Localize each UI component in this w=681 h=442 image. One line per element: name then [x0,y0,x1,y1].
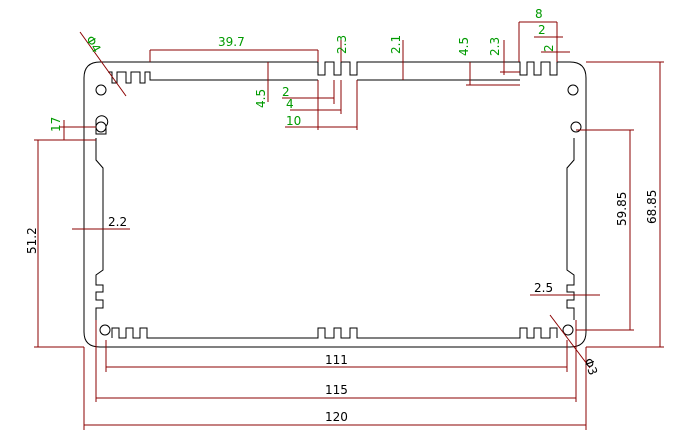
dim-slot-depth-b [466,62,520,86]
label-top-slot-width-a: 2 [282,85,290,99]
screw-hole-mid-right [567,84,579,96]
label-top-radius: Φ4 [83,33,104,55]
screw-hole-bottom-left [99,324,111,336]
dim-top-radius-leader [79,31,127,97]
dim-outer-height [586,61,664,348]
label-width-inner: 111 [325,353,348,367]
label-top-wall: 2.1 [389,35,403,54]
outer-top-right-corner [569,61,587,348]
label-top-right-slot-a: 2 [538,23,546,37]
right-inner-wall [566,138,575,320]
label-top-right-span: 8 [535,7,543,21]
dim-corner-height [60,120,96,141]
dim-right-span [518,21,558,62]
dim-left-height [34,139,96,348]
screw-hole-top-left [95,121,107,133]
dimension-labels: Φ4 39.7 4.5 2 4 10 2.3 2.1 4.5 2.3 8 2 2… [25,7,659,424]
label-top-right-slot-b: 2 [542,44,556,52]
dim-inner-height [576,129,634,331]
outer-top-edge [100,61,570,76]
profile-outline [83,61,587,348]
dim-slot-width-a [282,80,335,104]
label-right-wall: 2.5 [534,281,553,295]
label-width-outer: 120 [325,410,348,424]
label-left-height: 51.2 [25,227,39,254]
label-top-slot-depth-b: 4.5 [457,37,471,56]
dim-width-inner [105,340,568,372]
label-bottom-radius: Φ3 [581,356,600,377]
inner-top-edge [108,71,318,84]
label-top-slot-span-a: 10 [286,114,301,128]
dim-top-length [149,49,319,62]
dim-bottom-radius-leader [549,314,591,369]
dim-slot-gap-a [290,80,342,114]
dim-lip-b [500,40,520,75]
screw-hole-top-right [570,121,582,133]
inner-bottom-edge [111,327,558,339]
label-top-length: 39.7 [218,35,245,49]
label-top-slot-gap-a: 4 [286,97,294,111]
label-inner-height: 59.85 [615,192,629,226]
dim-slot-span-a [285,80,358,130]
label-top-lip-a: 2.3 [335,35,349,54]
label-outer-height: 68.85 [645,190,659,224]
dim-width-outer [83,347,587,430]
screw-hole-bottom-right [562,324,574,336]
label-inner-wall: 2.2 [108,215,127,229]
left-inner-wall [95,138,104,320]
label-top-slot-depth-a: 4.5 [254,89,268,108]
label-top-lip-b: 2.3 [488,37,502,56]
outer-top-left-corner [83,61,101,348]
label-width-mid: 115 [325,383,348,397]
label-corner-height: 17 [49,117,63,132]
screw-hole-mid-left [95,84,107,96]
dimension-lines [34,21,664,430]
dim-width-mid [95,320,577,402]
